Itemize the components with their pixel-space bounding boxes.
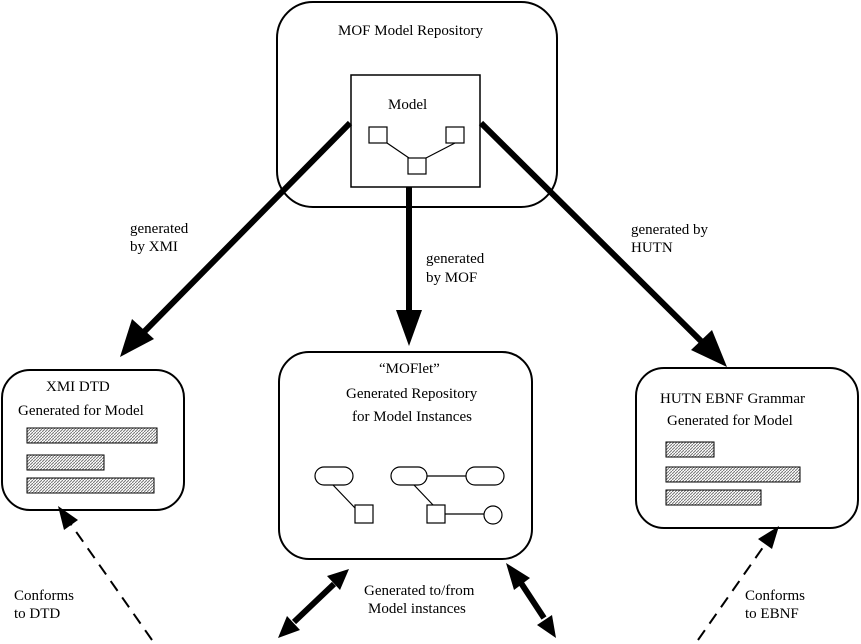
hutn-ebnf-subtitle: Generated for Model [667,413,793,429]
hutn-edge-label-1: generated by [631,222,709,238]
mof-edge-label-1: generated [426,251,485,267]
model-box [350,74,481,188]
conforms-dtd-label-1: Conforms [14,588,74,604]
mof-arrowhead [396,310,422,346]
left-bidir-line [291,581,337,625]
xmi-dtd-title: XMI DTD [46,379,110,395]
hutn-arrow [478,120,710,350]
dtd-bar-3 [26,477,155,494]
xmi-dtd-box: XMI DTD Generated for Model [1,369,185,511]
instance-exchange-arrows [278,563,556,638]
left-bidir-head-bottom [278,616,300,638]
conforms-ebnf-label-1: Conforms [745,588,805,604]
moflet-box: “MOFlet” Generated Repository for Model … [278,351,533,560]
dtd-bar-2 [26,454,105,471]
instances-label-2: Model instances [368,601,466,617]
hutn-arrowhead [691,330,727,367]
hutn-ebnf-title: HUTN EBNF Grammar [660,391,805,407]
hutn-ebnf-box: HUTN EBNF Grammar Generated for Model [635,367,859,529]
ebnf-bar-1 [665,441,715,458]
right-bidir-head-bottom [537,615,556,638]
ebnf-conforms-arrowhead [758,526,779,549]
xmi-arrowhead [120,319,154,357]
xmi-dtd-subtitle: Generated for Model [18,403,144,419]
conforms-dtd-label-2: to DTD [14,606,60,622]
repository-title: MOF Model Repository [338,23,484,39]
instances-label-1: Generated to/from [364,583,475,599]
dtd-bar-1 [26,427,158,444]
generation-arrows [120,120,727,367]
dtd-conforms-arrowhead [58,506,78,530]
moflet-subtitle-2: for Model Instances [352,409,472,425]
dtd-conforms-line [69,522,153,641]
moflet-title: “MOFlet” [379,361,440,377]
xmi-edge-label-1: generated [130,221,189,237]
ebnf-bar-3 [665,489,762,506]
right-bidir-head-top [506,563,530,590]
moflet-subtitle-1: Generated Repository [346,386,478,402]
conformance-arrows [58,506,779,641]
mof-model-repository: MOF Model Repository Model [276,1,558,208]
right-bidir-line [518,581,547,620]
left-bidir-head-top [327,569,349,590]
repository-box [276,1,558,208]
xmi-arrow [135,120,353,341]
xmi-edge-label-2: by XMI [130,239,178,255]
instances-glyph [314,466,505,525]
model-label: Model [388,97,427,113]
model-structure-glyph [368,126,465,175]
conforms-ebnf-label-2: to EBNF [745,606,799,622]
hutn-edge-label-2: HUTN [631,240,673,256]
mof-edge-label-2: by MOF [426,270,477,286]
ebnf-bar-2 [665,466,801,483]
